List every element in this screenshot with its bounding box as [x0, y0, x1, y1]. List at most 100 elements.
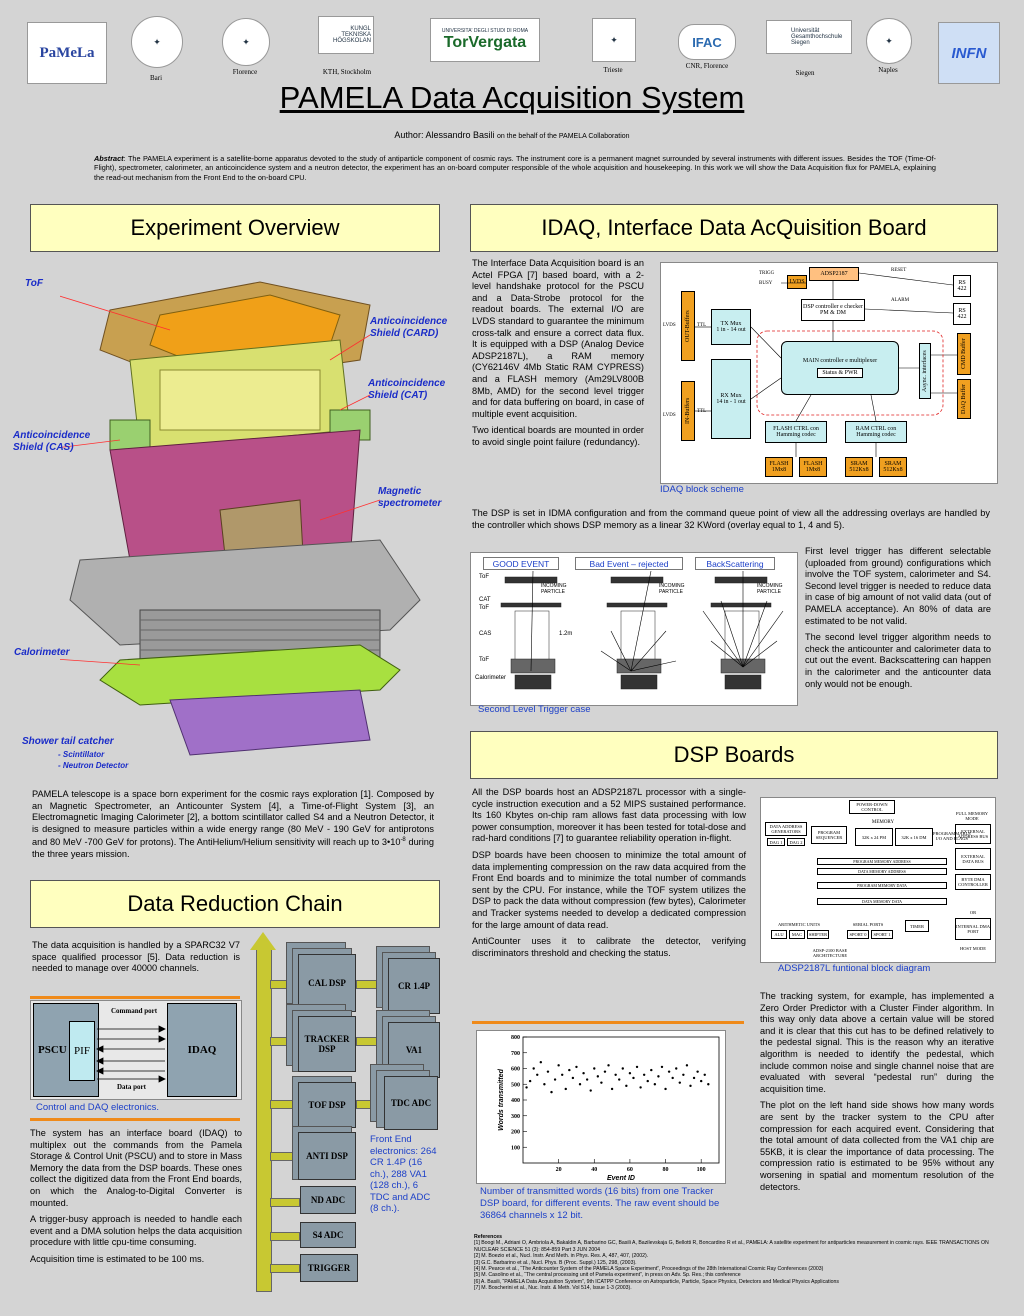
trigger-label-cas: CAS	[479, 631, 492, 637]
adsp-prog-seq: PROGRAM SEQUENCER	[811, 826, 847, 844]
data-point	[593, 1067, 596, 1070]
adsp-pma-bus: PROGRAM MEMORY ADDRESS	[817, 858, 947, 865]
button-good-event: GOOD EVENT	[483, 557, 559, 570]
trigger-caption: Second Level Trigger case	[478, 704, 591, 715]
data-point	[621, 1067, 624, 1070]
data-point	[625, 1084, 628, 1088]
torvergata-logo: UNIVERSITA' DEGLI STUDI DI ROMA TorVerga…	[430, 18, 540, 62]
trigger-label-tof2: ToF	[479, 605, 490, 611]
data-point	[650, 1068, 653, 1072]
dsp-divider	[472, 1021, 744, 1024]
reduction-text: The system has an interface board (IDAQ)…	[30, 1128, 242, 1271]
scheme-flash-1: FLASH 1Mx8	[765, 457, 793, 477]
adsp-fullmem: FULL MEMORY MODE	[955, 811, 989, 821]
label-magnet: Magnetic spectrometer	[378, 486, 442, 509]
data-point	[600, 1081, 603, 1084]
scheme-rs422-2: RS 422	[953, 303, 971, 325]
adsp-caption: ADSP2187L funtional block diagram	[778, 963, 931, 974]
reduction-divider-2	[30, 1118, 240, 1121]
torvergata-top-text: UNIVERSITA' DEGLI STUDI DI ROMA	[441, 28, 529, 34]
dsp-paragraph-3: AntiCounter uses it to calibrate the det…	[472, 936, 746, 958]
torvergata-logo-text: TorVergata	[443, 34, 527, 51]
chain-cr14p: CR 1.4P	[388, 958, 440, 1014]
card-stripes	[159, 369, 321, 431]
x-tick-label: 60	[627, 1167, 633, 1173]
data-point	[589, 1089, 592, 1092]
scheme-rx-mux-sub: 14 in - 1 out	[716, 399, 746, 405]
chain-s4-adc: S4 ADC	[300, 1222, 356, 1248]
data-point	[692, 1076, 696, 1080]
data-point	[543, 1083, 546, 1086]
chain-trigger: TRIGGER	[300, 1254, 358, 1282]
adsp-ext-data: EXTERNAL DATA BUS	[955, 848, 991, 870]
pamela-logo-text: PaMeLa	[39, 44, 95, 61]
adsp-core: ADSP-2100 BASE ARCHITECTURE	[812, 948, 848, 958]
pamela-logo: PaMeLa	[27, 22, 107, 84]
reduction-paragraph-2: The system has an interface board (IDAQ)…	[30, 1128, 242, 1208]
data-point	[557, 1064, 560, 1067]
scheme-alarm: ALARM	[891, 298, 910, 303]
scheme-sram-2: SRAM 512Kx8	[879, 457, 907, 477]
adsp-or: OR	[969, 909, 977, 915]
logo-caption-bari: Bari	[149, 74, 163, 82]
data-point	[596, 1075, 600, 1078]
scheme-ttl-2: TTL	[697, 409, 707, 414]
adsp-serial: SERIAL PORTS	[852, 921, 884, 927]
idaq-paragraph-2: Two identical boards are mounted in orde…	[472, 425, 644, 447]
logo-caption-ifac: CNR, Florence	[685, 62, 729, 70]
data-point	[660, 1065, 664, 1069]
logo-caption-trieste: Trieste	[603, 66, 623, 74]
dsp-idma-text: The DSP is set in IDMA configuration and…	[472, 508, 990, 530]
florence-seal: ✦	[222, 18, 270, 66]
abstract-label: Abstract	[94, 154, 124, 163]
chart-frame	[522, 1036, 720, 1164]
y-axis-label: Words transmitted	[498, 1068, 505, 1130]
y-tick-label: 500	[511, 1082, 520, 1088]
kth-logo-text: KUNGL TEKNISKA HÖGSKOLAN	[332, 26, 371, 44]
button-backscattering: BackScattering	[695, 557, 775, 570]
scheme-dsp-controller: DSP controller e checker PM & DM	[801, 299, 865, 321]
overview-text: PAMELA telescope is a space born experim…	[32, 789, 434, 861]
overview-text-end: during the three years mission.	[32, 837, 435, 860]
control-arrows	[96, 1025, 166, 1083]
idaq-paragraph-1: The Interface Data Acquisition board is …	[472, 258, 644, 419]
trigger-label-tof3: ToF	[479, 657, 490, 663]
x-tick-label: 100	[697, 1167, 706, 1173]
trigger-sketches	[500, 571, 784, 690]
x-tick-label: 20	[556, 1167, 562, 1173]
chart-caption: Number of transmitted words (16 bits) fr…	[480, 1186, 720, 1221]
scheme-trigg: TRIGG	[759, 271, 775, 276]
scheme-sram-1: SRAM 512Kx8	[845, 457, 873, 477]
data-point	[550, 1090, 553, 1094]
scheme-connections	[695, 272, 957, 457]
references: References [1] Boogi M., Adriani O, Ambr…	[474, 1234, 994, 1292]
reference-6: [6] A. Basili, “PAMELA Data Acquisition …	[474, 1278, 840, 1285]
data-point	[561, 1073, 564, 1076]
chain-tof-dsp: TOF DSP	[298, 1082, 356, 1128]
data-point	[614, 1073, 617, 1076]
bari-seal: ✦	[131, 16, 183, 68]
ifac-logo: IFAC	[678, 24, 736, 60]
adsp-memory-label: MEMORY	[871, 819, 895, 825]
overview-text-exp: -8	[400, 837, 406, 844]
data-point	[553, 1078, 557, 1081]
adsp-arith: ARITHMETIC UNITS	[777, 921, 821, 927]
trigger-label-incoming-1: INCOMING PARTICLE	[541, 583, 567, 595]
scheme-rx-mux-label: RX Mux	[720, 393, 742, 399]
adsp-prog-io: PROGRAMMABLE I/O AND FLAGS	[933, 831, 972, 841]
chain-connector-nd	[270, 1198, 300, 1207]
label-tof: ToF	[25, 278, 43, 289]
siegen-logo-text: Universität Gesamthochschule Siegen	[791, 28, 843, 46]
adsp-sport1: SPORT 1	[871, 930, 893, 939]
reference-7: [7] M. Boscherini et al., Nuc. Instr. & …	[474, 1285, 632, 1292]
cas-left	[109, 419, 151, 451]
s4-scintillator	[99, 644, 401, 706]
trigger-label-tof: ToF	[479, 574, 490, 580]
adsp-dmd-bus: DATA MEMORY DATA	[817, 898, 947, 905]
author-note: on the behalf of the PAMELA Collaboratio…	[497, 133, 630, 140]
control-data-label: Data port	[117, 1083, 146, 1091]
scheme-lvds-in: LVDS	[663, 323, 676, 328]
y-tick-label: 300	[511, 1114, 520, 1120]
adsp-timer: TIMER	[905, 920, 929, 932]
